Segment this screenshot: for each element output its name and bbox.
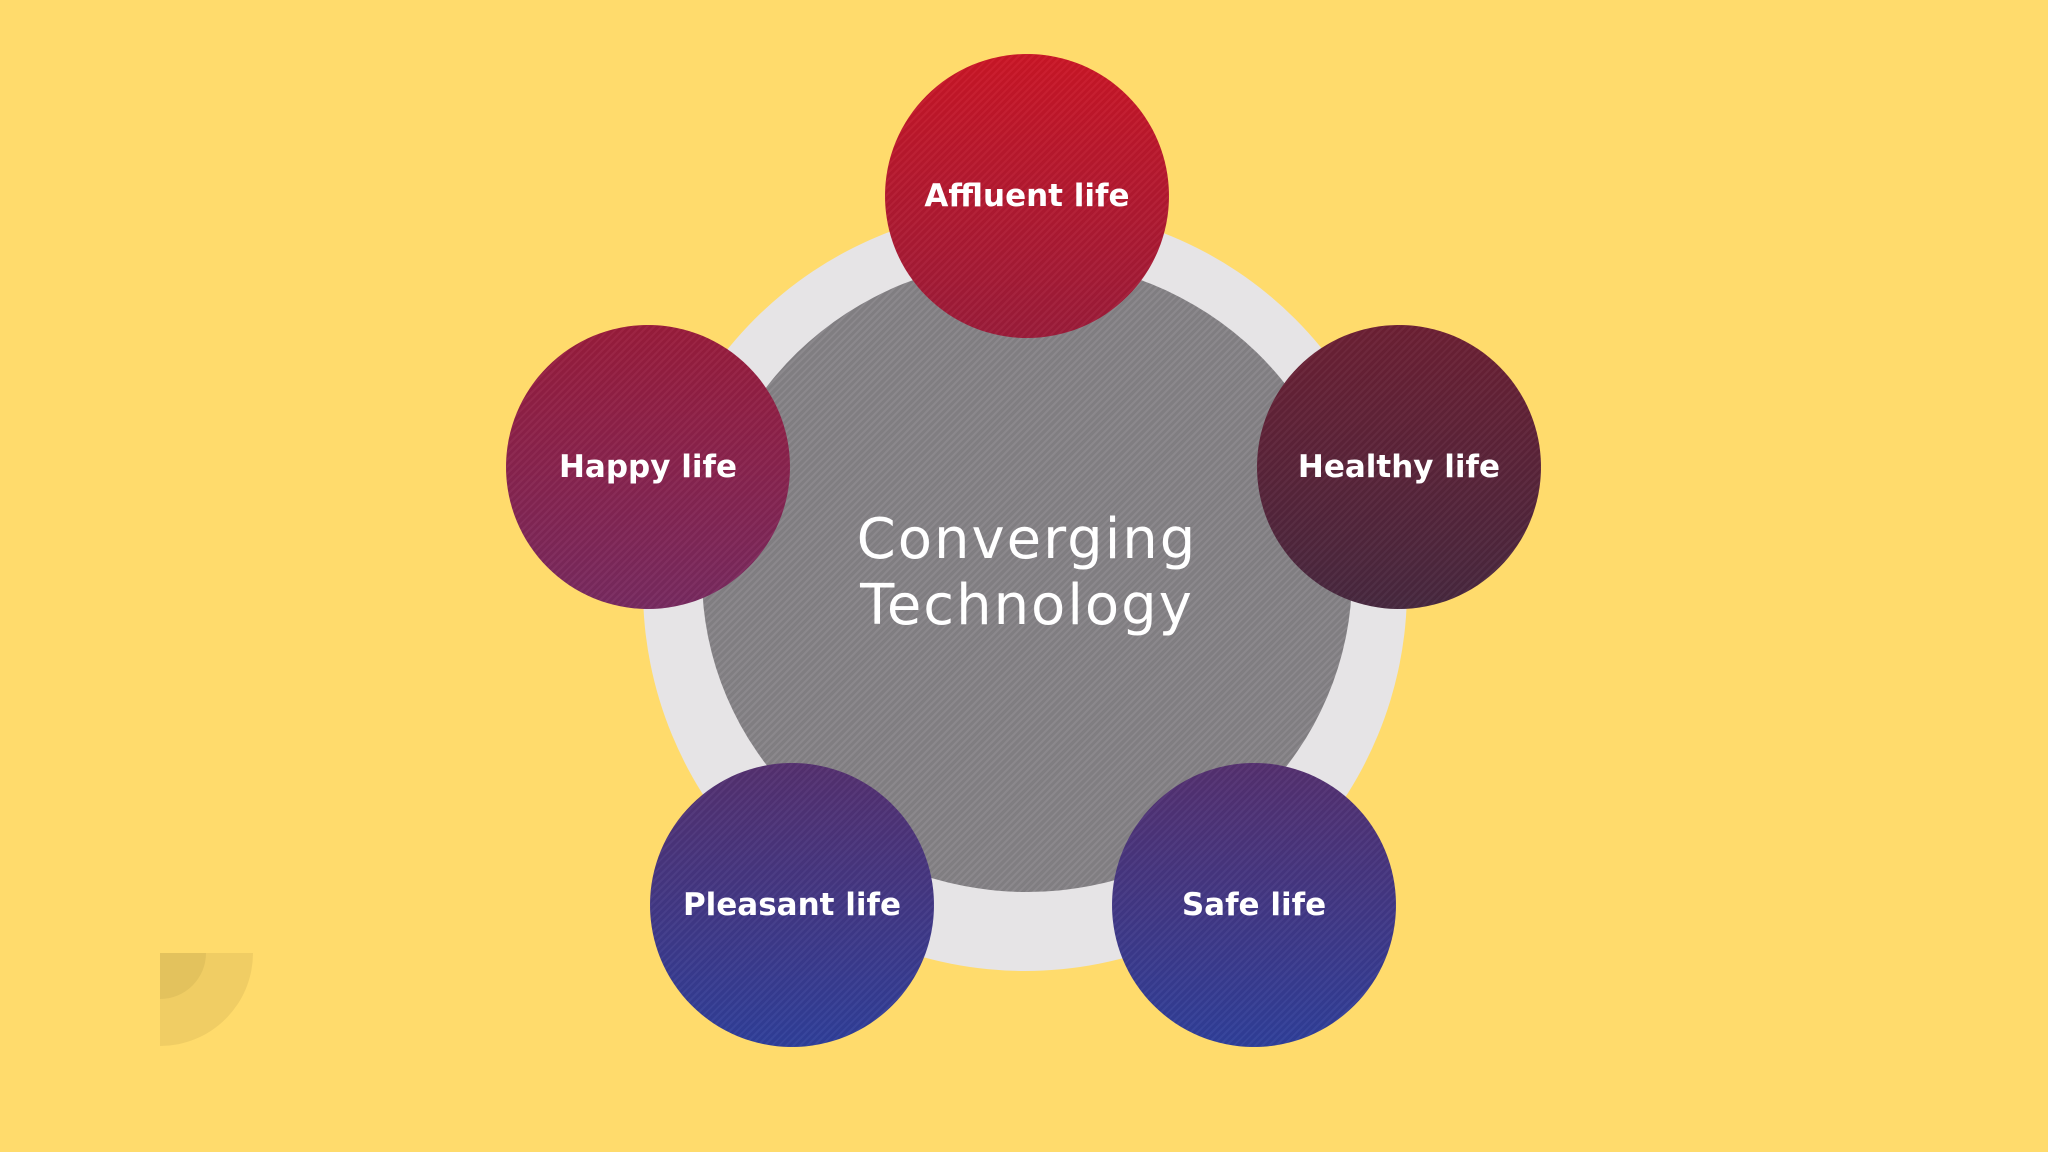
node-happy-life: Happy life (506, 325, 790, 609)
node-safe-life-label: Safe life (1181, 887, 1327, 923)
node-safe-life: Safe life (1112, 763, 1396, 1047)
node-healthy-life-label: Healthy life (1297, 449, 1501, 485)
node-happy-life-label: Happy life (558, 449, 737, 485)
node-pleasant-life-label: Pleasant life (682, 887, 902, 923)
node-affluent-life-label: Affluent life (924, 178, 1130, 214)
node-healthy-life: Healthy life (1257, 325, 1541, 609)
node-affluent-life: Affluent life (885, 54, 1169, 338)
corner-logo-mark (160, 953, 253, 1046)
hub-title: Converging Technology (856, 507, 1198, 638)
node-pleasant-life: Pleasant life (650, 763, 934, 1047)
